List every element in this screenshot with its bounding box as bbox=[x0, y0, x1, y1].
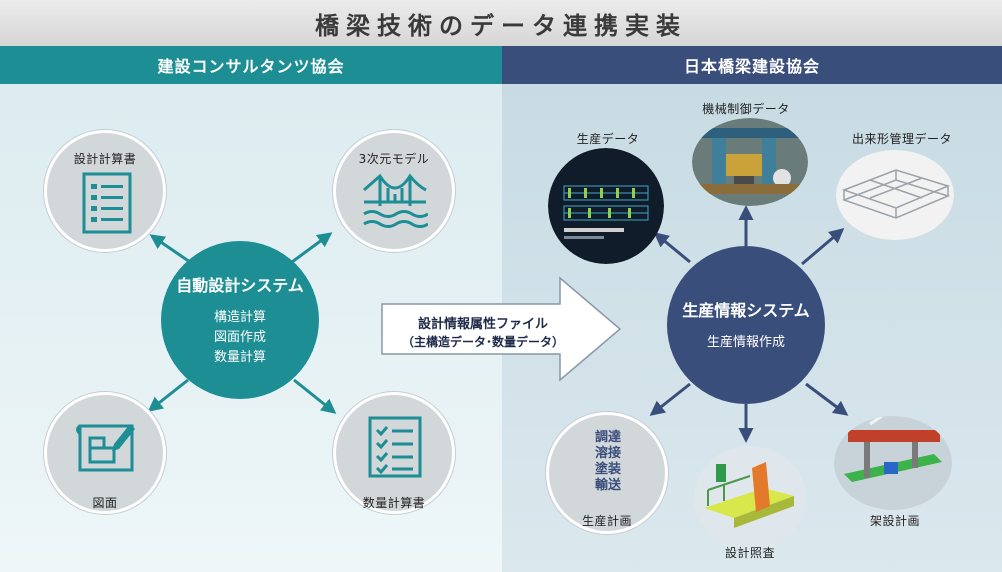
drawing-label: 図面 bbox=[92, 496, 118, 510]
design-check-label: 設計照査 bbox=[724, 546, 775, 560]
arrow-to-drawing bbox=[147, 378, 189, 412]
model-3d-label: 3次元モデル bbox=[358, 152, 430, 166]
design-check-3d-image bbox=[694, 446, 806, 550]
production-data-label: 生産データ bbox=[576, 132, 640, 146]
erection-plan-3d-image bbox=[834, 416, 952, 510]
transfer-arrow bbox=[381, 276, 622, 382]
page-title: 橋梁技術のデータ連携実装 bbox=[315, 11, 687, 40]
erection-plan-label: 架設計画 bbox=[869, 514, 920, 528]
auto-design-system-title: 自動設計システム bbox=[176, 276, 304, 295]
arrow-to-production-data bbox=[653, 232, 691, 264]
blueprint-icon bbox=[76, 424, 135, 472]
production-plan-items: 調達 溶接 塗装 輸送 bbox=[583, 430, 633, 494]
arrow-to-shape-management bbox=[801, 228, 845, 266]
hub-item-production-info-creation: 生産情報作成 bbox=[706, 335, 785, 350]
production-info-system-title: 生産情報システム bbox=[682, 301, 810, 320]
calc-doc-label: 設計計算書 bbox=[73, 152, 137, 166]
model-3d-node bbox=[333, 130, 455, 252]
arrow-to-production-plan bbox=[649, 382, 691, 416]
hub-item-quantity-calc: 数量計算 bbox=[213, 350, 266, 365]
shape-management-3d-image bbox=[836, 150, 954, 240]
auto-design-system-hub: 自動設計システム 構造計算 図面作成 数量計算 bbox=[161, 241, 319, 399]
bridge-icon bbox=[363, 173, 428, 228]
quantity-doc-node bbox=[333, 392, 455, 514]
production-info-system-hub: 生産情報システム 生産情報作成 bbox=[667, 246, 825, 404]
hub-item-drawing-creation: 図面作成 bbox=[213, 330, 266, 345]
quantity-doc-label: 数量計算書 bbox=[362, 496, 426, 510]
arrow-to-calc-doc bbox=[149, 234, 191, 264]
drawing-node bbox=[44, 392, 166, 514]
left-section-header: 建設コンサルタンツ協会 bbox=[0, 46, 502, 84]
shape-management-label: 出来形管理データ bbox=[851, 132, 952, 146]
plan-item-painting: 塗装 bbox=[594, 462, 621, 477]
arrow-to-quantity-doc bbox=[293, 378, 337, 414]
machine-control-label: 機械制御データ bbox=[702, 102, 790, 116]
hub-item-structural-calc: 構造計算 bbox=[213, 310, 266, 325]
title-bar: 橋梁技術のデータ連携実装 bbox=[0, 0, 1002, 46]
production-data-screen-image bbox=[548, 148, 664, 264]
plan-item-transport: 輸送 bbox=[594, 478, 621, 493]
plan-item-procurement: 調達 bbox=[594, 430, 621, 445]
production-plan-label: 生産計画 bbox=[581, 514, 632, 528]
arrow-to-erection-plan bbox=[805, 382, 849, 416]
right-section-header: 日本橋梁建設協会 bbox=[502, 46, 1002, 84]
document-list-icon bbox=[82, 172, 132, 234]
checklist-icon bbox=[368, 416, 422, 478]
transfer-arrow-line1: 設計情報属性ファイル bbox=[417, 317, 548, 332]
production-plan-node bbox=[546, 412, 668, 534]
machine-control-factory-image bbox=[692, 118, 808, 206]
arrow-to-3d-model bbox=[291, 232, 333, 264]
plan-item-welding: 溶接 bbox=[594, 446, 621, 461]
transfer-arrow-line2: （主構造データ･数量データ） bbox=[401, 335, 564, 349]
